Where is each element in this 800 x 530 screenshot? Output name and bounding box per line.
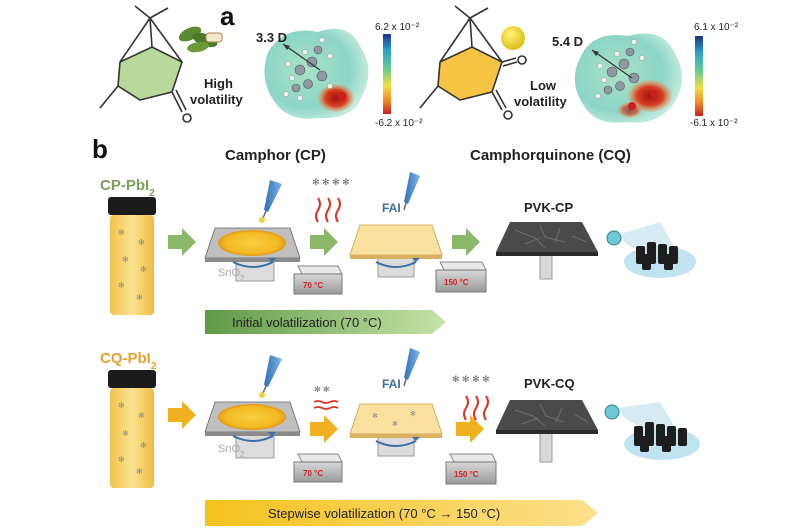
cp-fai-substrate — [349, 224, 443, 278]
cp-arrow-2 — [310, 228, 338, 256]
cq-scale-max: 6.1 x 10⁻² — [694, 22, 739, 33]
row-cp: CP-PbI2 ✻ ✻ ✻ ✻ ✻ ✻ SnO2 — [100, 172, 696, 334]
svg-text:✻: ✻ — [140, 265, 147, 274]
cq-pipette-icon — [259, 355, 282, 398]
camphor-structure — [99, 5, 192, 123]
cq-hotplate-70: 70 °C — [293, 453, 343, 483]
cp-esp-surface — [264, 28, 369, 119]
cq-dipole-label: 5.4 D — [552, 34, 583, 49]
svg-text:✻: ✻ — [410, 410, 416, 418]
cp-temp-150: 150 °C — [444, 278, 469, 287]
cq-arrow-3 — [456, 415, 484, 443]
header-camphor: Camphor (CP) — [225, 147, 326, 164]
svg-text:✻: ✻ — [136, 293, 143, 302]
camphor-leaves-icon — [178, 26, 223, 53]
cq-volatility-label-2: volatility — [514, 94, 568, 109]
svg-text:✻: ✻ — [392, 420, 398, 428]
camphorquinone-powder-icon — [501, 26, 525, 50]
svg-text:✻: ✻ — [122, 429, 129, 438]
cq-spin-substrate — [204, 401, 301, 459]
svg-text:✻: ✻ — [118, 228, 125, 237]
header-camphorquinone: Camphorquinone (CQ) — [470, 147, 631, 164]
svg-text:✻: ✻ — [122, 255, 129, 264]
row-cq: CQ-PbI2 ✻ ✻ ✻ ✻ ✻ ✻ SnO2 ✻ ✻ — [100, 348, 700, 526]
cp-fai-pipette-icon — [403, 172, 420, 211]
cq-fai-pipette-icon — [403, 348, 420, 387]
pvk-cq-zoom-icon — [604, 402, 700, 460]
cp-arrow-3 — [452, 228, 480, 256]
cq-heat-arrows-small — [313, 400, 339, 410]
panel-a-letter: a — [220, 1, 235, 31]
cq-volatility-label-1: Low — [530, 78, 557, 93]
cp-hotplate-150: 150 °C — [435, 261, 487, 293]
cq-banner: Stepwise volatilization (70 °C → 150 °C) — [205, 500, 598, 526]
svg-text:✻: ✻ — [138, 411, 145, 420]
pvk-cq-film — [496, 400, 598, 463]
cp-pipette-icon — [259, 180, 282, 223]
svg-text:✻: ✻ — [118, 281, 125, 290]
cp-volatility-label-1: High — [204, 76, 233, 91]
cq-fai-substrate: ✻ ✻ ✻ — [349, 403, 443, 457]
cq-hotplate-150: 150 °C — [445, 453, 497, 485]
cq-banner-text: Stepwise volatilization (70 °C → 150 °C) — [268, 506, 500, 521]
cp-spin-substrate — [204, 227, 301, 282]
svg-text:✻: ✻ — [140, 441, 147, 450]
cp-colorbar — [383, 34, 391, 114]
pvk-cp-zoom-icon — [606, 222, 696, 278]
cp-banner: Initial volatilization (70 °C) — [205, 310, 446, 334]
svg-text:✻: ✻ — [372, 412, 378, 420]
panel-b-letter: b — [92, 134, 108, 164]
cq-colorbar — [695, 36, 703, 116]
cq-fai-label: FAI — [382, 377, 401, 391]
pvk-cq-label: PVK-CQ — [524, 376, 575, 391]
cq-heat-arrows — [463, 395, 489, 421]
cp-scale-min: -6.2 x 10⁻² — [375, 118, 423, 129]
pvk-cp-label: PVK-CP — [524, 200, 573, 215]
svg-text:✻: ✻ — [138, 238, 145, 247]
svg-text:✻: ✻ — [136, 467, 143, 476]
svg-text:✻: ✻ — [118, 455, 125, 464]
cq-scale-min: -6.1 x 10⁻² — [690, 118, 738, 129]
cq-pbi2-label: CQ-PbI2 — [100, 350, 157, 372]
camphorquinone-structure — [419, 5, 527, 120]
cp-vial: ✻ ✻ ✻ ✻ ✻ ✻ — [108, 197, 156, 315]
cp-arrow-1 — [168, 228, 196, 256]
cq-esp-surface — [574, 33, 683, 123]
cp-temp-70: 70 °C — [303, 281, 323, 290]
cq-temp-70: 70 °C — [303, 469, 323, 478]
cq-temp-150: 150 °C — [454, 470, 479, 479]
cq-vial: ✻ ✻ ✻ ✻ ✻ ✻ — [108, 370, 156, 488]
cp-fai-label: FAI — [382, 201, 401, 215]
cq-arrow-2 — [310, 415, 338, 443]
pvk-cp-film — [496, 222, 598, 280]
cp-pbi2-label: CP-PbI2 — [100, 177, 155, 199]
cp-banner-text: Initial volatilization (70 °C) — [232, 315, 382, 330]
cq-arrow-1 — [168, 401, 196, 429]
cp-hotplate-70: 70 °C — [293, 265, 343, 295]
cp-scale-max: 6.2 x 10⁻² — [375, 22, 420, 33]
cq-sno2-label: SnO2 — [218, 443, 245, 459]
cp-volatility-label-2: volatility — [190, 92, 244, 107]
cq-evaporating-molecules-2: ✻ ✻ ✻ ✻ — [452, 374, 490, 384]
cp-heat-arrows — [315, 197, 341, 223]
cp-evaporating-molecules: ✻ ✻ ✻ ✻ — [312, 177, 350, 187]
svg-text:✻: ✻ — [118, 401, 125, 410]
cp-sno2-label: SnO2 — [218, 267, 245, 283]
cp-dipole-label: 3.3 D — [256, 30, 287, 45]
cq-evaporating-molecules-1: ✻ ✻ — [314, 385, 330, 394]
